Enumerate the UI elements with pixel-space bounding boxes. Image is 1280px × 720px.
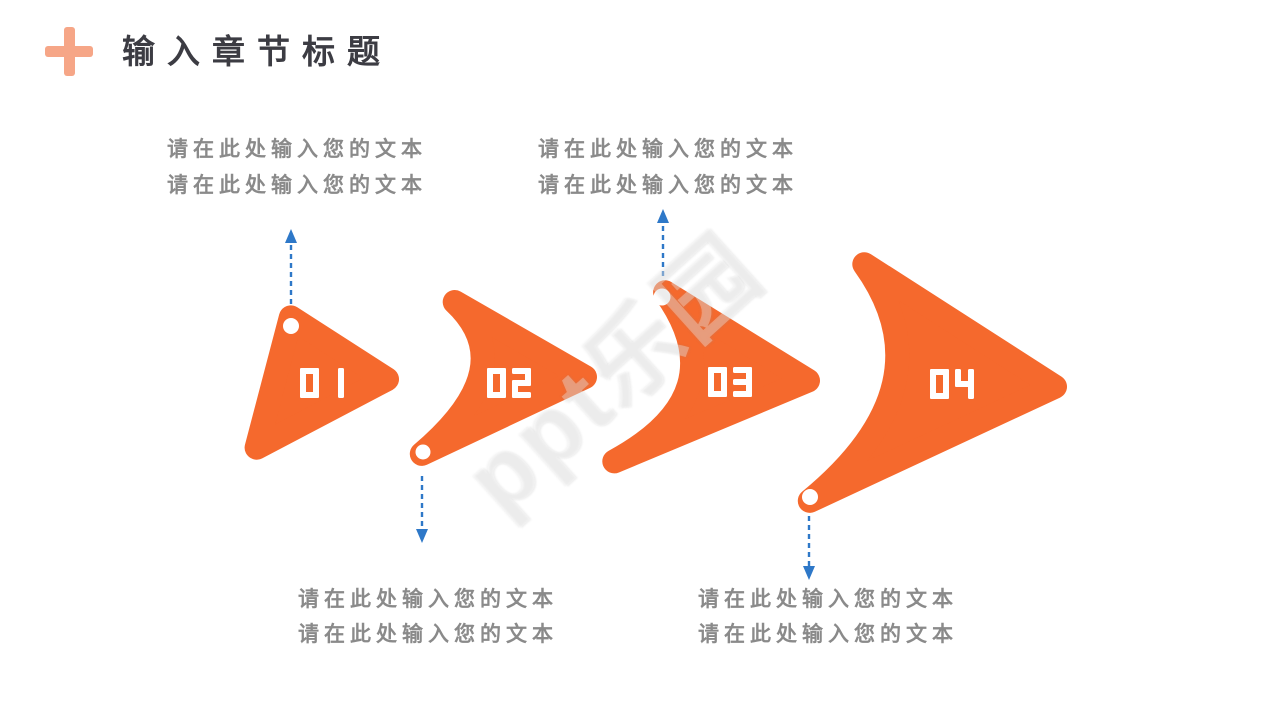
placeholder-text-line: 请在此处输入您的文本 [698,623,958,646]
step-02-arrow-down [416,476,428,543]
step-03-arrow-up [657,209,669,276]
placeholder-text-line: 请在此处输入您的文本 [298,623,558,646]
page-title: 输入章节标题 [122,33,392,70]
placeholder-text-line: 请在此处输入您的文本 [538,138,798,161]
step-02-pin-dot [415,444,431,460]
step-03-text-block: 请在此处输入您的文本 请在此处输入您的文本 [538,132,798,204]
step-number [930,369,974,399]
step-01-shape [244,305,399,460]
plus-icon-vertical-bar [63,27,75,76]
step-number [708,367,752,397]
step-04-arrow-down [803,516,815,580]
step-number [300,368,344,398]
placeholder-text-line: 请在此处输入您的文本 [167,138,427,161]
plus-icon [45,27,93,76]
step-01-pin-dot [283,318,299,334]
step-04-pin-dot [802,489,818,505]
step-number [487,368,531,398]
placeholder-text-line: 请在此处输入您的文本 [538,174,798,197]
step-01-arrow-up [285,229,297,304]
placeholder-text-line: 请在此处输入您的文本 [167,174,427,197]
step-02-text-block: 请在此处输入您的文本 请在此处输入您的文本 [298,582,558,652]
step-04-text-block: 请在此处输入您的文本 请在此处输入您的文本 [698,582,958,652]
step-03-pin-dot [653,288,671,306]
placeholder-text-line: 请在此处输入您的文本 [298,588,558,611]
placeholder-text-line: 请在此处输入您的文本 [698,588,958,611]
step-01-text-block: 请在此处输入您的文本 请在此处输入您的文本 [167,132,427,204]
